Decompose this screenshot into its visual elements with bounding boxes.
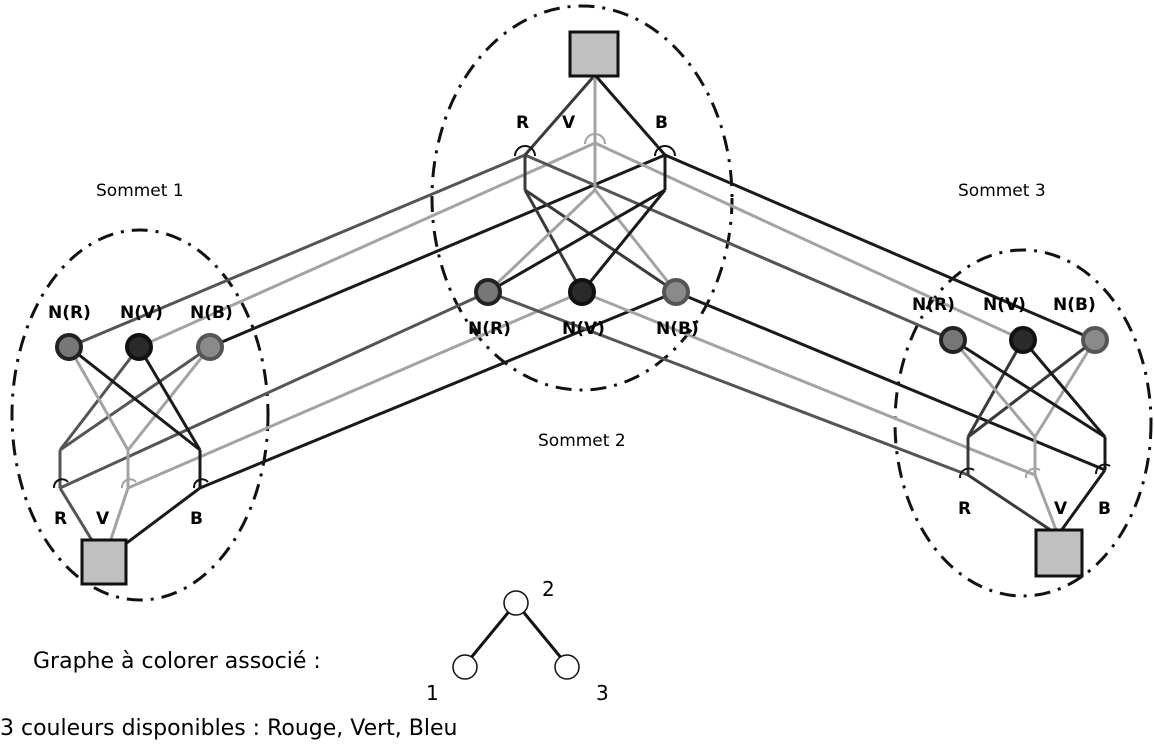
graph-node-2 xyxy=(503,590,529,616)
graph-node-3-label: 3 xyxy=(596,681,609,705)
vertex-3-node-nb xyxy=(1081,326,1109,354)
vertex-2-node-nv xyxy=(568,278,596,306)
vertex-1-square xyxy=(80,538,128,586)
vertex-1-label-nb: N(B) xyxy=(190,303,233,323)
vertex-3-caption: Sommet 3 xyxy=(958,181,1046,201)
vertex-2-label-nr: N(R) xyxy=(468,319,511,339)
vertex-1-label-nv: N(V) xyxy=(120,303,163,323)
vertex-3-label-nb: N(B) xyxy=(1053,295,1096,315)
vertex-3-label-v: V xyxy=(1054,499,1068,519)
vertex-3-node-nv xyxy=(1009,326,1037,354)
vertex-2-square xyxy=(568,30,620,78)
vertex-2-label-v: V xyxy=(562,113,576,133)
vertex-3-square xyxy=(1034,528,1084,578)
associated-graph: 2 1 3 xyxy=(426,577,609,705)
graph-node-1-label: 1 xyxy=(426,681,439,705)
vertex-1-label-b: B xyxy=(190,509,203,529)
links-1-2 xyxy=(59,141,677,490)
vertex-2-node-nb xyxy=(662,278,690,306)
graph-node-2-label: 2 xyxy=(542,577,555,601)
vertex-1-node-nv xyxy=(125,333,153,361)
vertex-2-label-nv: N(V) xyxy=(562,319,605,339)
gadget-vertex-3 xyxy=(951,338,1111,537)
vertex-1-label-v: V xyxy=(96,509,110,529)
vertex-1-boundary xyxy=(10,228,270,602)
vertex-2-node-nr xyxy=(474,278,502,306)
gadget-vertex-2 xyxy=(486,74,678,294)
vertex-2-label-nb: N(B) xyxy=(656,319,699,339)
graph-node-1 xyxy=(452,654,478,680)
vertex-1-node-nr xyxy=(55,333,83,361)
vertex-2-label-b: B xyxy=(655,113,668,133)
vertex-1-label-nr: N(R) xyxy=(48,303,91,323)
vertex-1-node-nb xyxy=(196,333,224,361)
vertex-3-label-b: B xyxy=(1098,499,1111,519)
vertex-3-label-nr: N(R) xyxy=(912,295,955,315)
vertex-3-boundary xyxy=(893,248,1153,598)
vertex-3-label-nv: N(V) xyxy=(983,295,1026,315)
vertex-2-boundary xyxy=(430,4,734,392)
graph-node-3 xyxy=(554,654,580,680)
vertex-3-label-r: R xyxy=(958,499,971,519)
vertex-1-label-r: R xyxy=(54,509,67,529)
available-colors-note: 3 couleurs disponibles : Rouge, Vert, Bl… xyxy=(0,716,457,741)
vertex-1-caption: Sommet 1 xyxy=(96,181,184,201)
associated-graph-caption: Graphe à colorer associé : xyxy=(33,649,321,674)
vertex-3-node-nr xyxy=(939,326,967,354)
vertex-2-caption: Sommet 2 xyxy=(538,431,626,451)
vertex-2-label-r: R xyxy=(516,113,529,133)
gadget-vertex-1 xyxy=(52,345,212,562)
